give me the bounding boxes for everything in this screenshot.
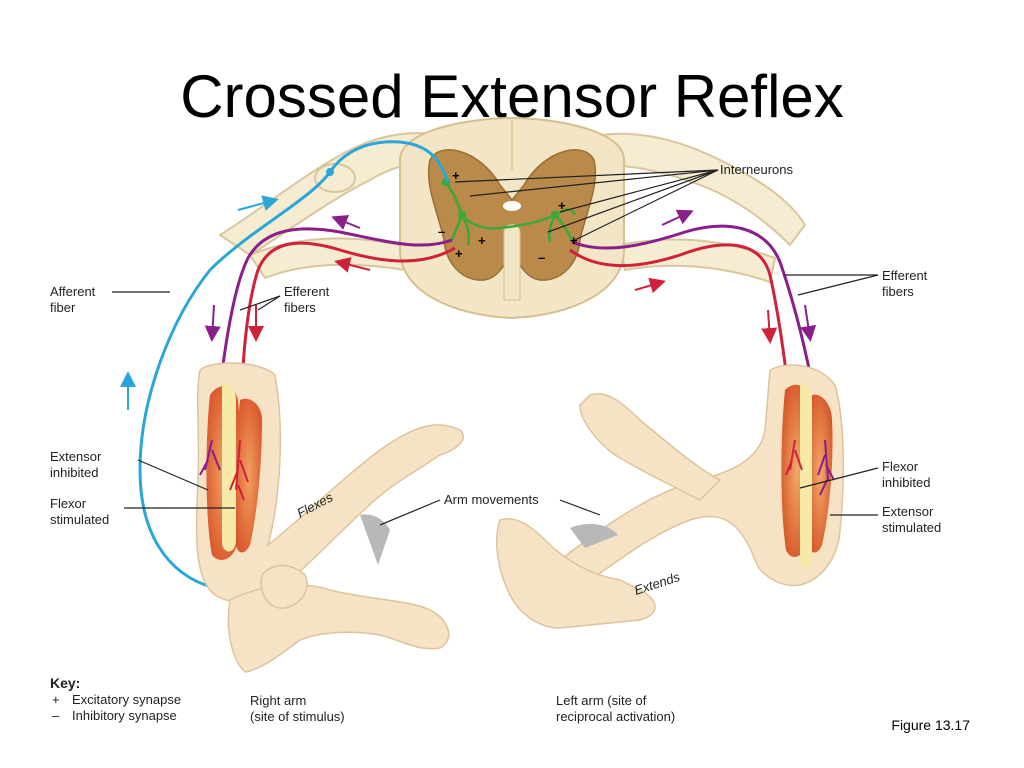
key-text-inhibitory: Inhibitory synapse	[72, 708, 177, 723]
afferent-fiber	[120, 140, 450, 596]
synapse-mark: –	[538, 250, 545, 265]
label-efferent-left-2: fibers	[284, 300, 316, 315]
label-flexor-stimulated-1: Flexor	[50, 496, 87, 511]
label-flexor-inhibited-1: Flexor	[882, 459, 919, 474]
label-left-arm-1: Left arm (site of	[556, 693, 647, 708]
label-right-arm-1: Right arm	[250, 693, 306, 708]
key-legend: Key: + Excitatory synapse – Inhibitory s…	[50, 675, 181, 723]
label-right-arm-2: (site of stimulus)	[250, 709, 345, 724]
label-extends: Extends	[632, 569, 682, 598]
label-flexor-stimulated-2: stimulated	[50, 512, 109, 527]
synapse-mark: +	[478, 233, 486, 248]
label-arm-movements: Arm movements	[444, 492, 539, 507]
synapse-mark: +	[558, 198, 566, 213]
label-afferent-fiber-1: Afferent	[50, 284, 96, 299]
label-extensor-inhibited-2: inhibited	[50, 465, 98, 480]
label-extensor-inhibited-1: Extensor	[50, 449, 102, 464]
key-symbol-inhibitory: –	[52, 708, 60, 723]
synapse-mark: +	[452, 168, 460, 183]
synapse-mark: +	[570, 233, 578, 248]
right-arm	[195, 362, 464, 673]
leader-lines	[112, 169, 879, 526]
nerve-roots	[218, 132, 807, 284]
synapse-marks: + + – + + – +	[438, 168, 578, 265]
key-heading: Key:	[50, 675, 80, 691]
synapse-mark: –	[438, 224, 445, 239]
label-left-arm-2: reciprocal activation)	[556, 709, 675, 724]
figure-caption: Figure 13.17	[891, 717, 970, 733]
label-extensor-stimulated-1: Extensor	[882, 504, 934, 519]
spinal-cord	[399, 116, 625, 320]
label-efferent-right-2: fibers	[882, 284, 914, 299]
label-flexor-inhibited-2: inhibited	[882, 475, 930, 490]
label-interneurons: Interneurons	[720, 162, 793, 177]
left-arm	[496, 364, 845, 629]
synapse-mark: +	[455, 246, 463, 261]
key-symbol-excitatory: +	[52, 692, 60, 707]
label-afferent-fiber-2: fiber	[50, 300, 76, 315]
label-extensor-stimulated-2: stimulated	[882, 520, 941, 535]
label-efferent-left-1: Efferent	[284, 284, 330, 299]
key-text-excitatory: Excitatory synapse	[72, 692, 181, 707]
label-efferent-right-1: Efferent	[882, 268, 928, 283]
